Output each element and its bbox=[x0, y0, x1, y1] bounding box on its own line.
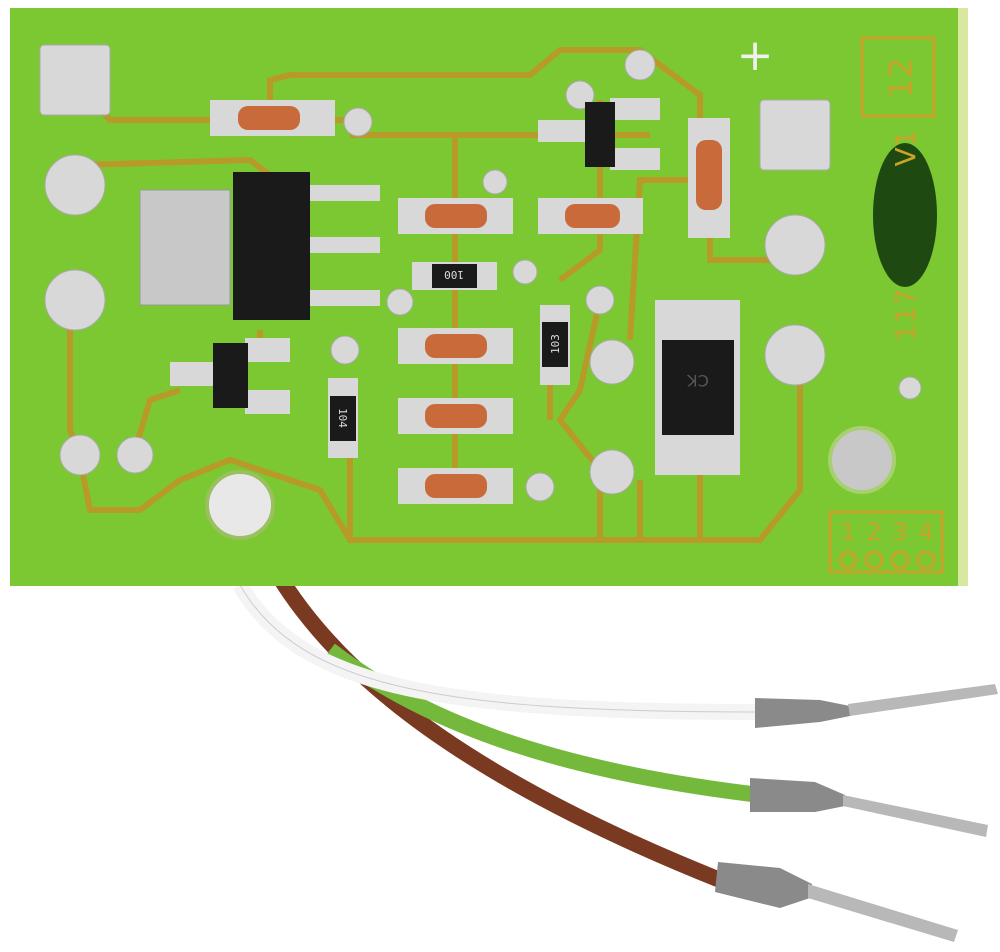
plus-marking: + bbox=[737, 30, 774, 81]
pin-header-marking: 1 2 3 4 bbox=[828, 510, 944, 574]
wire-green bbox=[325, 643, 761, 803]
wire-white bbox=[233, 581, 761, 720]
mounting-hole bbox=[205, 470, 275, 540]
rectifier-chip: CK bbox=[655, 300, 740, 475]
voltage-regulator bbox=[139, 172, 380, 320]
version-number: 12 bbox=[882, 58, 920, 99]
mounting-hole bbox=[828, 426, 896, 494]
solder-pads bbox=[39, 44, 922, 502]
ferrule-white bbox=[755, 684, 998, 728]
ic-marking: CK bbox=[687, 371, 709, 390]
diodes bbox=[210, 100, 730, 504]
resistor: 100 bbox=[412, 262, 497, 290]
revision-marking: V1 bbox=[889, 130, 922, 167]
transistor bbox=[538, 98, 660, 170]
resistor: 104 bbox=[328, 378, 358, 458]
pin-number: 1 bbox=[840, 518, 855, 546]
ferrule-brown bbox=[715, 862, 958, 942]
ferrule-green bbox=[750, 778, 988, 837]
resistor-label: 103 bbox=[549, 334, 562, 354]
ink-mark bbox=[873, 143, 937, 287]
part-number: 117 bbox=[889, 288, 922, 341]
transistor bbox=[170, 338, 290, 414]
resistor-label: 100 bbox=[444, 268, 464, 281]
version-box bbox=[860, 36, 936, 118]
pin-number: 2 bbox=[866, 518, 881, 546]
resistor-label: 104 bbox=[336, 408, 349, 428]
wires bbox=[233, 516, 998, 942]
resistor: 103 bbox=[540, 305, 570, 385]
pin-number: 4 bbox=[918, 518, 933, 546]
pin-number: 3 bbox=[892, 518, 907, 546]
